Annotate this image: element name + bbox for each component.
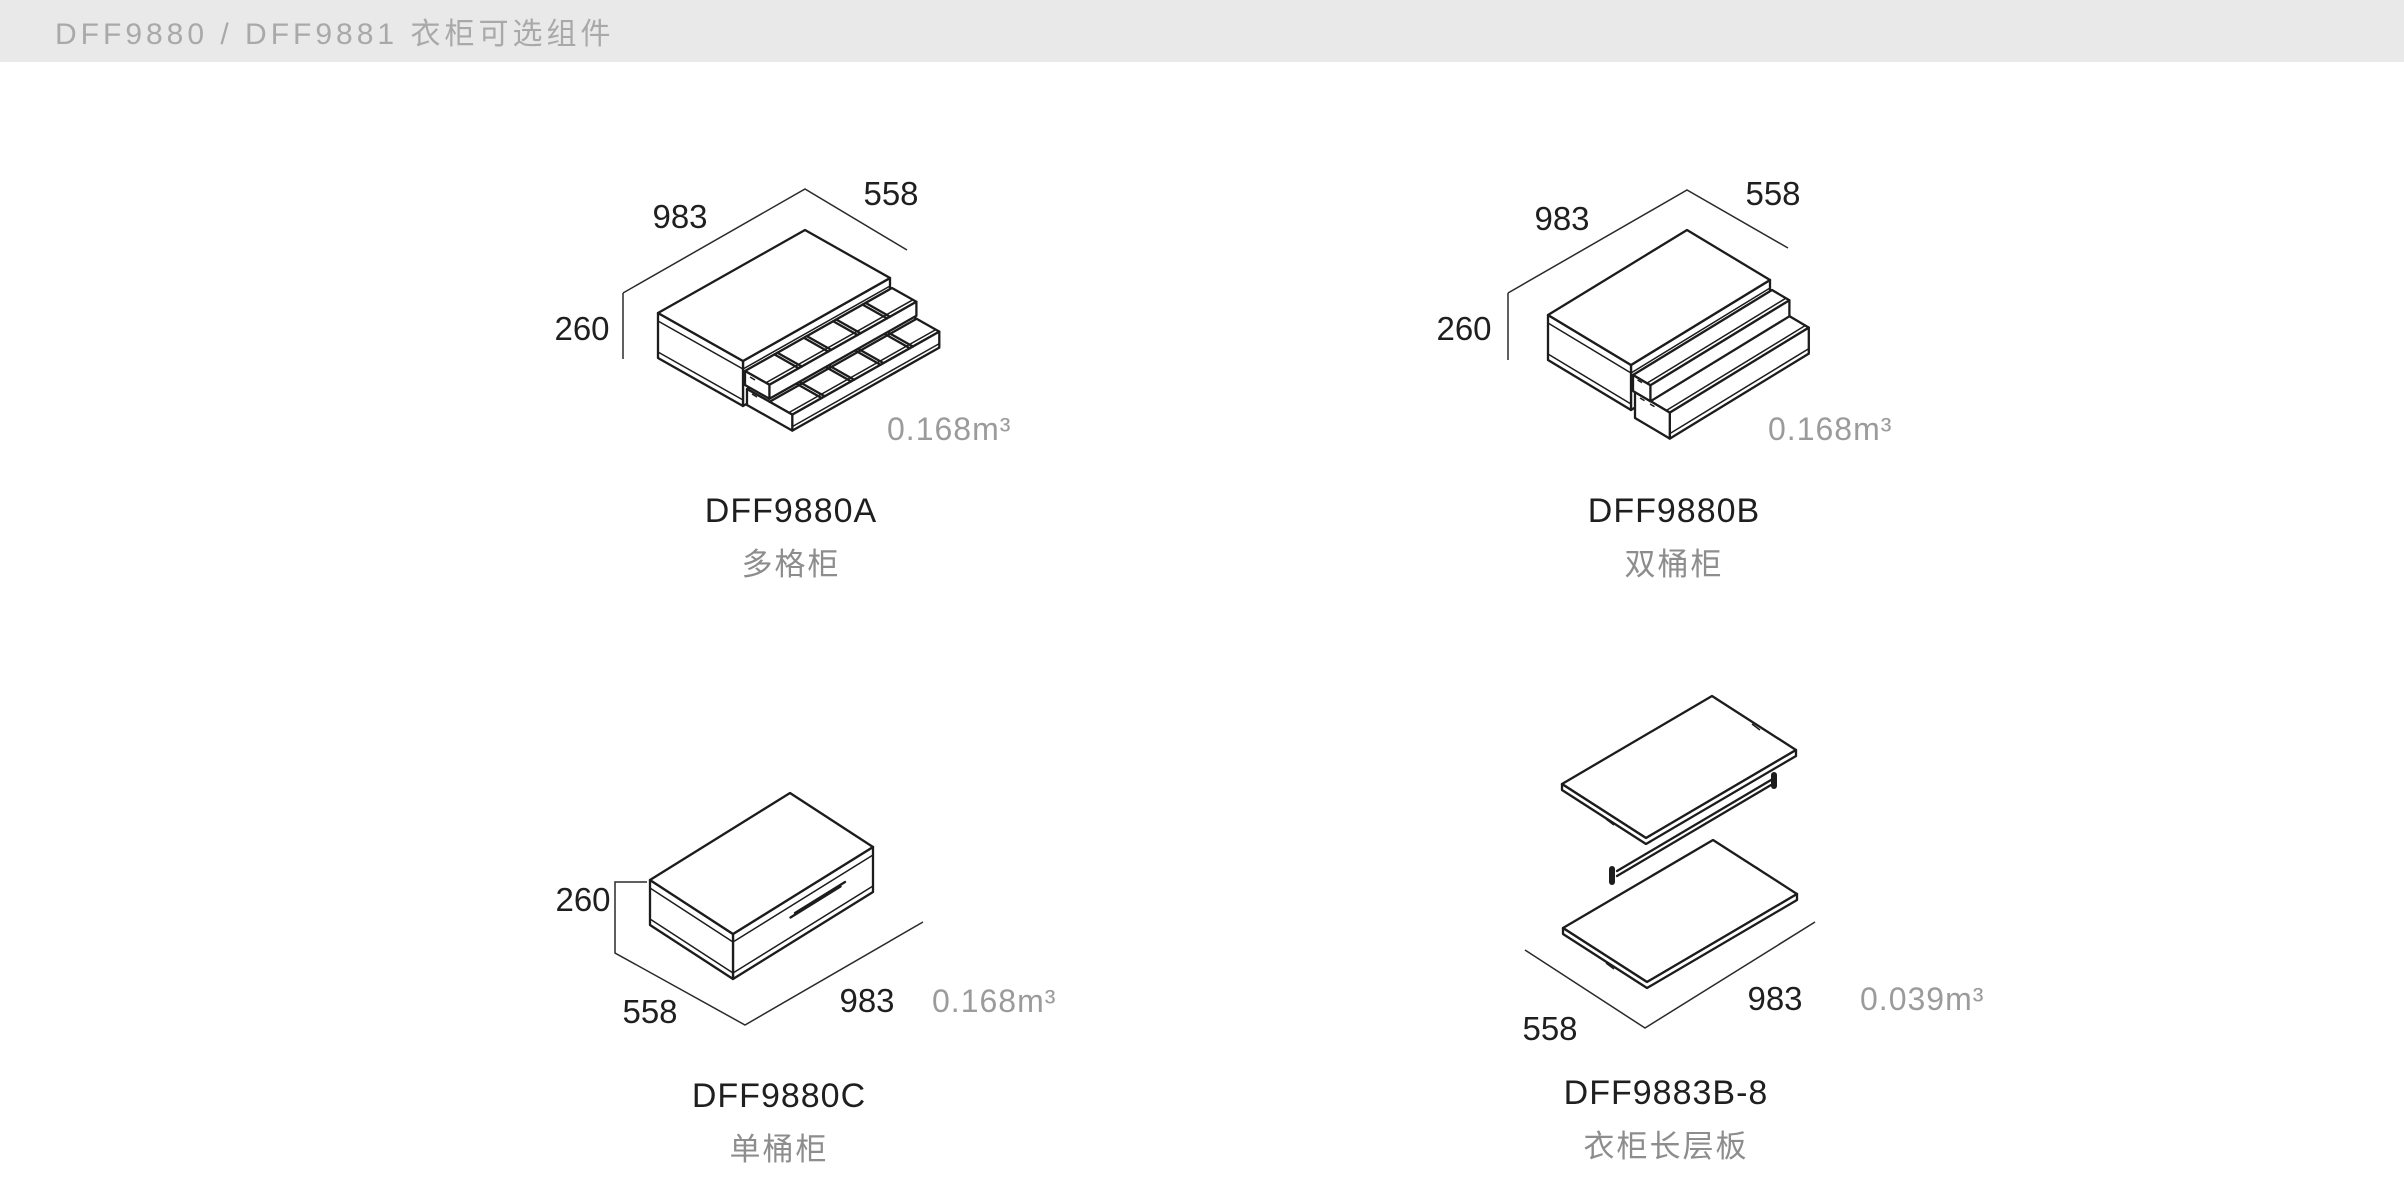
isometric-drawing-dff9880a: 983 558 260 0.168m³: [554, 175, 1011, 447]
drawer-tray-upper: [1631, 288, 1791, 403]
item-label-dff9883b-8: DFF9883B-8 衣柜长层板: [1466, 1074, 1866, 1166]
item-name: 衣柜长层板: [1583, 1129, 1749, 1164]
item-label-dff9880a: DFF9880A 多格柜: [591, 492, 991, 584]
shelf-pin: [1605, 818, 1615, 826]
volume-label: 0.168m³: [932, 983, 1056, 1019]
item-name: 多格柜: [741, 547, 841, 582]
dim-depth-label: 558: [622, 993, 677, 1030]
drawer-tray-lower: [745, 304, 941, 432]
item-label-dff9880b: DFF9880B 双桶柜: [1474, 492, 1874, 584]
dim-height-label: 260: [555, 881, 610, 918]
dim-height-label: 260: [554, 310, 609, 347]
dim-depth-label: 558: [1522, 1010, 1577, 1047]
dim-depth-label: 558: [1745, 175, 1800, 212]
shelf-pin: [1605, 962, 1615, 970]
dim-width-label: 983: [839, 982, 894, 1019]
drawer-tray-upper: [743, 286, 918, 400]
page-title: DFF9880 / DFF9881 衣柜可选组件: [55, 18, 615, 51]
dimension-lines: [1524, 921, 1816, 1029]
shelf-panel-upper: [1560, 694, 1798, 846]
item-code: DFF9880C: [691, 1077, 867, 1115]
hanging-rail: [1609, 772, 1777, 885]
drawer-tray-lower: [1633, 305, 1810, 440]
rail-bracket: [1609, 866, 1615, 885]
isometric-drawing-dff9883b-8: 983 558 0.039m³: [1522, 694, 1984, 1047]
item-name: 双桶柜: [1624, 547, 1724, 582]
dim-width-label: 983: [1534, 200, 1589, 237]
shelf-pin: [1751, 723, 1761, 731]
shelf-pin: [1755, 866, 1765, 874]
dim-height-label: 260: [1436, 310, 1491, 347]
volume-label: 0.039m³: [1860, 981, 1984, 1017]
drawer-handle: [789, 880, 847, 919]
rail-bracket: [1771, 772, 1777, 789]
page-header: DFF9880 / DFF9881 衣柜可选组件: [0, 0, 2404, 62]
dim-width-label: 983: [1747, 980, 1802, 1017]
item-code: DFF9880A: [704, 492, 878, 530]
tray-center-divider: [768, 317, 918, 403]
dimension-lines: [622, 188, 908, 359]
shelf-panel-lower: [1561, 838, 1799, 990]
isometric-drawing-dff9880c: 983 558 260 0.168m³: [555, 791, 1056, 1030]
tray-compartment-dividers: [773, 301, 892, 370]
cabinet-body: [648, 791, 875, 981]
volume-label: 0.168m³: [887, 411, 1011, 447]
item-name: 单桶柜: [729, 1132, 829, 1167]
item-label-dff9880c: DFF9880C 单桶柜: [579, 1077, 979, 1169]
volume-label: 0.168m³: [1768, 411, 1892, 447]
dimension-lines: [1507, 189, 1789, 360]
item-code: DFF9880B: [1587, 492, 1761, 530]
isometric-drawing-dff9880b: 983 558 260 0.168m³: [1436, 175, 1892, 447]
item-code: DFF9883B-8: [1563, 1074, 1769, 1112]
tray-compartment-dividers: [775, 319, 915, 400]
dim-depth-label: 558: [863, 175, 918, 212]
dimension-lines: [614, 881, 924, 1026]
dim-width-label: 983: [652, 198, 707, 235]
